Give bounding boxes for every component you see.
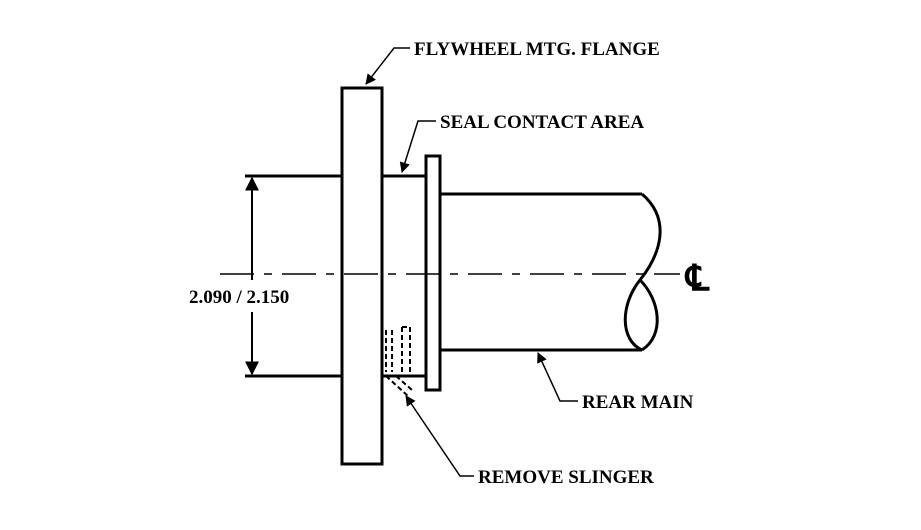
seal-leader	[399, 120, 436, 174]
rear-main-label: REAR MAIN	[582, 392, 694, 413]
dimension-label: 2.090 / 2.150	[189, 287, 289, 308]
flange-leader	[365, 47, 410, 85]
flywheel-flange-plate	[340, 86, 384, 466]
rear-plate	[424, 154, 442, 392]
seal-contact-label: SEAL CONTACT AREA	[440, 112, 644, 133]
remove-slinger-label: REMOVE SLINGER	[478, 467, 654, 488]
rear-main-leader	[537, 352, 578, 402]
slinger-leader	[405, 395, 474, 477]
centerline-symbol: ℄	[684, 258, 710, 298]
seal-contact-hub	[382, 174, 426, 378]
slinger-dashed-outline	[385, 326, 413, 397]
rear-main-shaft	[440, 192, 662, 352]
flange-label: FLYWHEEL MTG. FLANGE	[414, 39, 660, 60]
dimension-extension-lines	[245, 174, 342, 378]
